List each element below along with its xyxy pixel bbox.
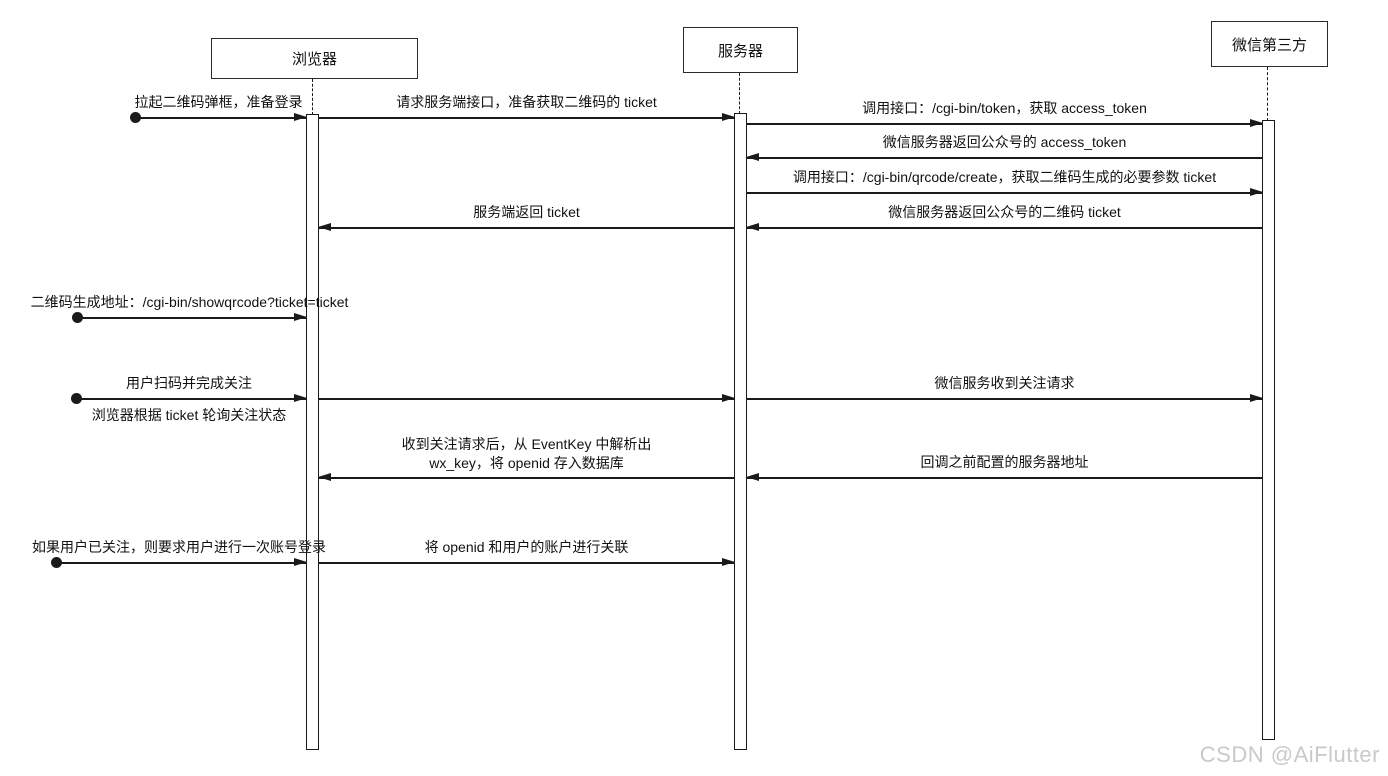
message-sublabel: 浏览器根据 ticket 轮询关注状态 — [91, 407, 287, 423]
message-label: 微信服务收到关注请求 — [934, 375, 1075, 391]
actor-box-wechat: 微信第三方 — [1211, 21, 1328, 67]
message-label: 微信服务器返回公众号的 access_token — [882, 134, 1127, 150]
message-line — [747, 157, 1262, 159]
actor-label-browser: 浏览器 — [291, 51, 337, 68]
message-label: 调用接口：/cgi-bin/qrcode/create，获取二维码生成的必要参数… — [792, 169, 1217, 185]
message-label: 将 openid 和用户的账户进行关联 — [424, 539, 629, 555]
arrowhead-right-icon — [294, 394, 307, 402]
activation-browser — [306, 114, 319, 750]
lifeline-server — [739, 73, 740, 114]
arrowhead-right-icon — [294, 313, 307, 321]
message-line — [747, 192, 1262, 194]
message-label: 用户扫码并完成关注 — [126, 375, 252, 391]
message-label: 回调之前配置的服务器地址 — [920, 454, 1089, 470]
actor-box-server: 服务器 — [683, 27, 798, 73]
message-label-line1: 收到关注请求后，从 EventKey 中解析出 — [401, 436, 652, 452]
message-label-line2: wx_key，将 openid 存入数据库 — [429, 455, 624, 471]
actor-label-wechat: 微信第三方 — [1231, 36, 1307, 54]
message-label: 服务端返回 ticket — [473, 204, 580, 220]
actor-label-server: 服务器 — [717, 42, 763, 60]
message-line — [319, 562, 734, 564]
arrowhead-left-icon — [318, 223, 331, 231]
arrowhead-left-icon — [746, 223, 759, 231]
arrowhead-left-icon — [746, 473, 759, 481]
arrowhead-right-icon — [722, 113, 735, 121]
message-line — [319, 117, 734, 119]
message-label: 调用接口：/cgi-bin/token，获取 access_token — [862, 100, 1147, 116]
message-line — [747, 477, 1262, 479]
activation-server — [734, 113, 747, 750]
arrowhead-right-icon — [1250, 394, 1263, 402]
message-label: 如果用户已关注，则要求用户进行一次账号登录 — [32, 539, 326, 555]
message-line — [319, 477, 734, 479]
lifeline-wechat — [1267, 67, 1268, 121]
message-label: 二维码生成地址：/cgi-bin/showqrcode?ticket=ticke… — [30, 294, 349, 310]
csdn-watermark: CSDN @AiFlutter — [1199, 742, 1380, 767]
arrowhead-right-icon — [722, 394, 735, 402]
arrowhead-right-icon — [722, 558, 735, 566]
message-label: 微信服务器返回公众号的二维码 ticket — [888, 204, 1121, 220]
arrowhead-right-icon — [1250, 188, 1263, 196]
arrowhead-right-icon — [294, 113, 307, 121]
arrowhead-left-icon — [318, 473, 331, 481]
message-line — [319, 398, 734, 400]
message-line — [747, 123, 1262, 125]
message-label: 收到关注请求后，从 EventKey 中解析出 wx_key，将 openid … — [402, 435, 652, 473]
message-line — [52, 562, 306, 564]
arrowhead-right-icon — [1250, 119, 1263, 127]
message-line — [131, 117, 306, 119]
message-line — [73, 317, 306, 319]
message-line — [72, 398, 306, 400]
arrowhead-right-icon — [294, 558, 307, 566]
message-label: 拉起二维码弹框，准备登录 — [134, 94, 303, 110]
message-line — [319, 227, 734, 229]
message-label: 请求服务端接口，准备获取二维码的 ticket — [396, 94, 657, 110]
message-line — [747, 398, 1262, 400]
message-line — [747, 227, 1262, 229]
arrowhead-left-icon — [746, 153, 759, 161]
lifeline-browser — [312, 79, 313, 115]
actor-box-browser: 浏览器 — [211, 38, 418, 79]
activation-wechat — [1262, 120, 1275, 740]
